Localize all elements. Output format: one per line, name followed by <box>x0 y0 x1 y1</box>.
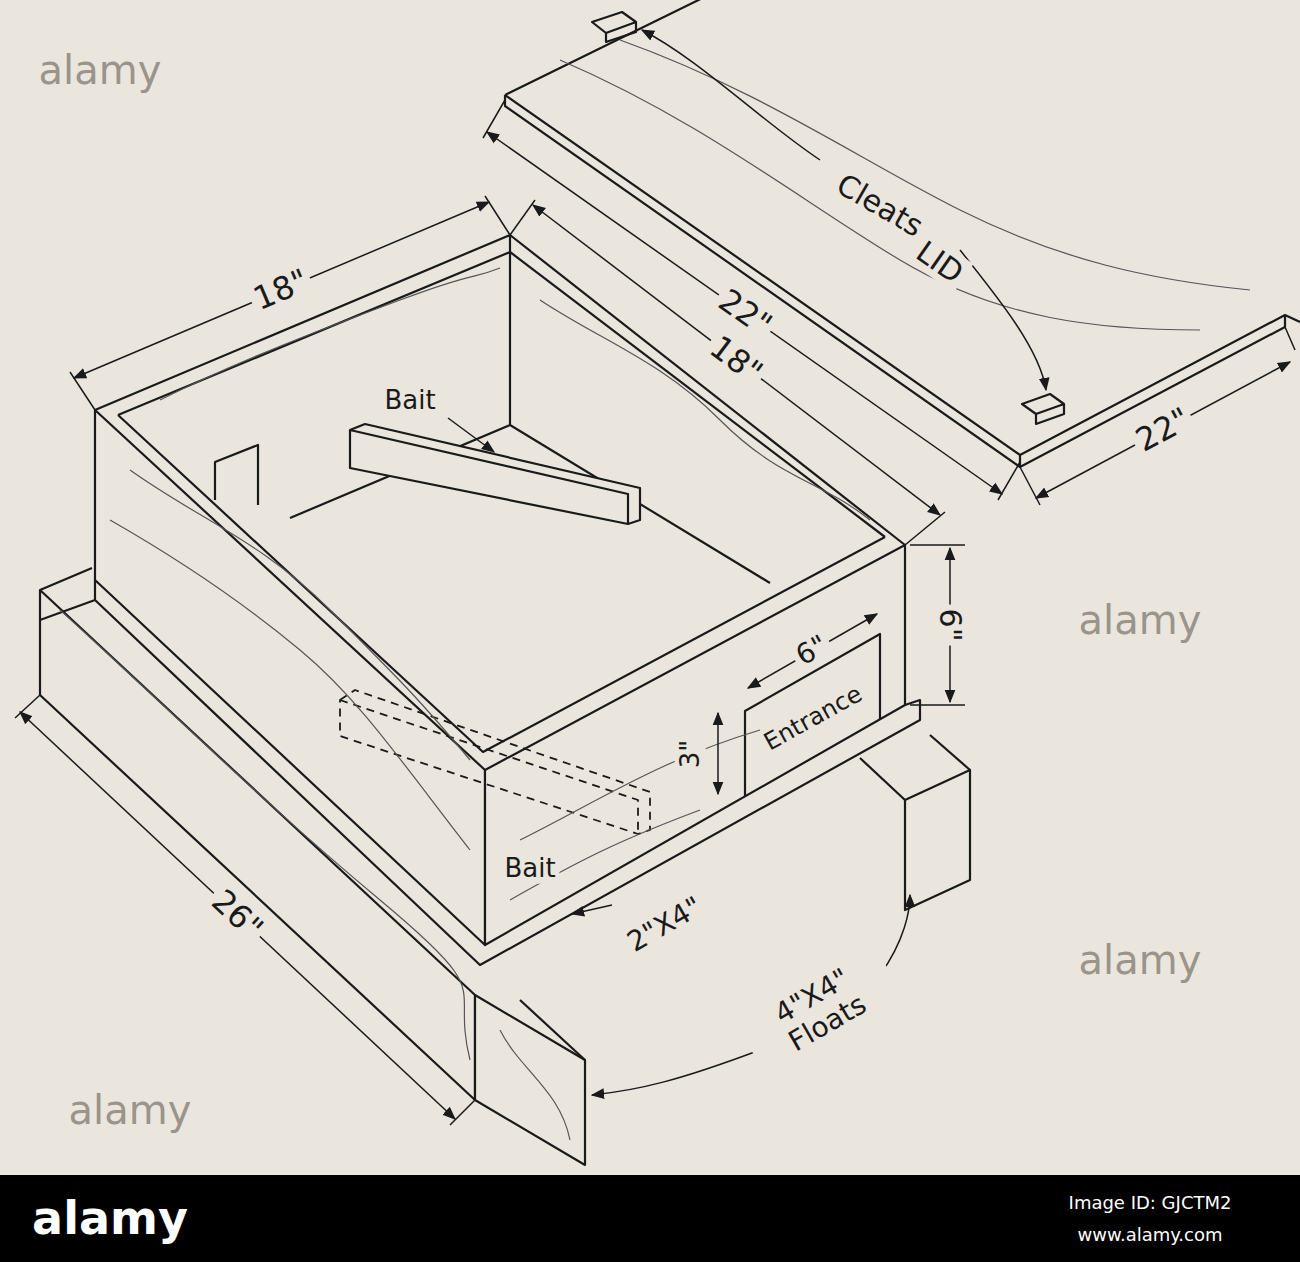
float <box>475 995 585 1165</box>
part-label: Cleats <box>827 164 932 245</box>
bait-stick <box>350 424 640 524</box>
cleat <box>592 12 636 42</box>
watermark: alamy <box>65 1087 196 1133</box>
box-left-wall <box>95 410 485 945</box>
lid <box>505 0 1300 467</box>
watermark: alamy <box>1075 937 1206 983</box>
watermark: alamy <box>1075 597 1206 643</box>
dimension-label: 18" <box>245 260 318 319</box>
hidden-bait-stick <box>340 690 650 834</box>
back-cutout <box>215 445 258 505</box>
box-right-wall <box>485 545 905 945</box>
wood-parts <box>40 0 1300 1165</box>
dimension-lines <box>15 100 1295 1125</box>
dimension-label: 22" <box>1126 399 1199 462</box>
leader-lines <box>448 30 1046 1095</box>
dimension-label: 6" <box>933 605 968 646</box>
part-label: Entrance <box>756 678 871 759</box>
image-id: Image ID: GJCTM2 <box>1065 1192 1236 1214</box>
dimension-label: 26" <box>201 880 273 950</box>
float <box>905 770 970 910</box>
part-label: 2"X4" <box>618 889 711 962</box>
watermark: alamy <box>35 47 166 93</box>
box-interior <box>290 252 770 583</box>
wood-grain <box>60 40 1250 1140</box>
part-label: Bait <box>500 853 559 884</box>
box-rim <box>95 235 905 752</box>
part-label: Bait <box>380 385 439 416</box>
watermark-bar <box>0 1175 1300 1262</box>
watermark-url: www.alamy.com <box>1073 1224 1226 1246</box>
watermark-logo: alamy <box>28 1192 192 1245</box>
dimension-label: 6" <box>787 627 837 674</box>
cleat <box>1022 394 1064 424</box>
part-label: 4"X4" Floats <box>735 943 905 1078</box>
dimension-label: 3" <box>675 736 706 773</box>
